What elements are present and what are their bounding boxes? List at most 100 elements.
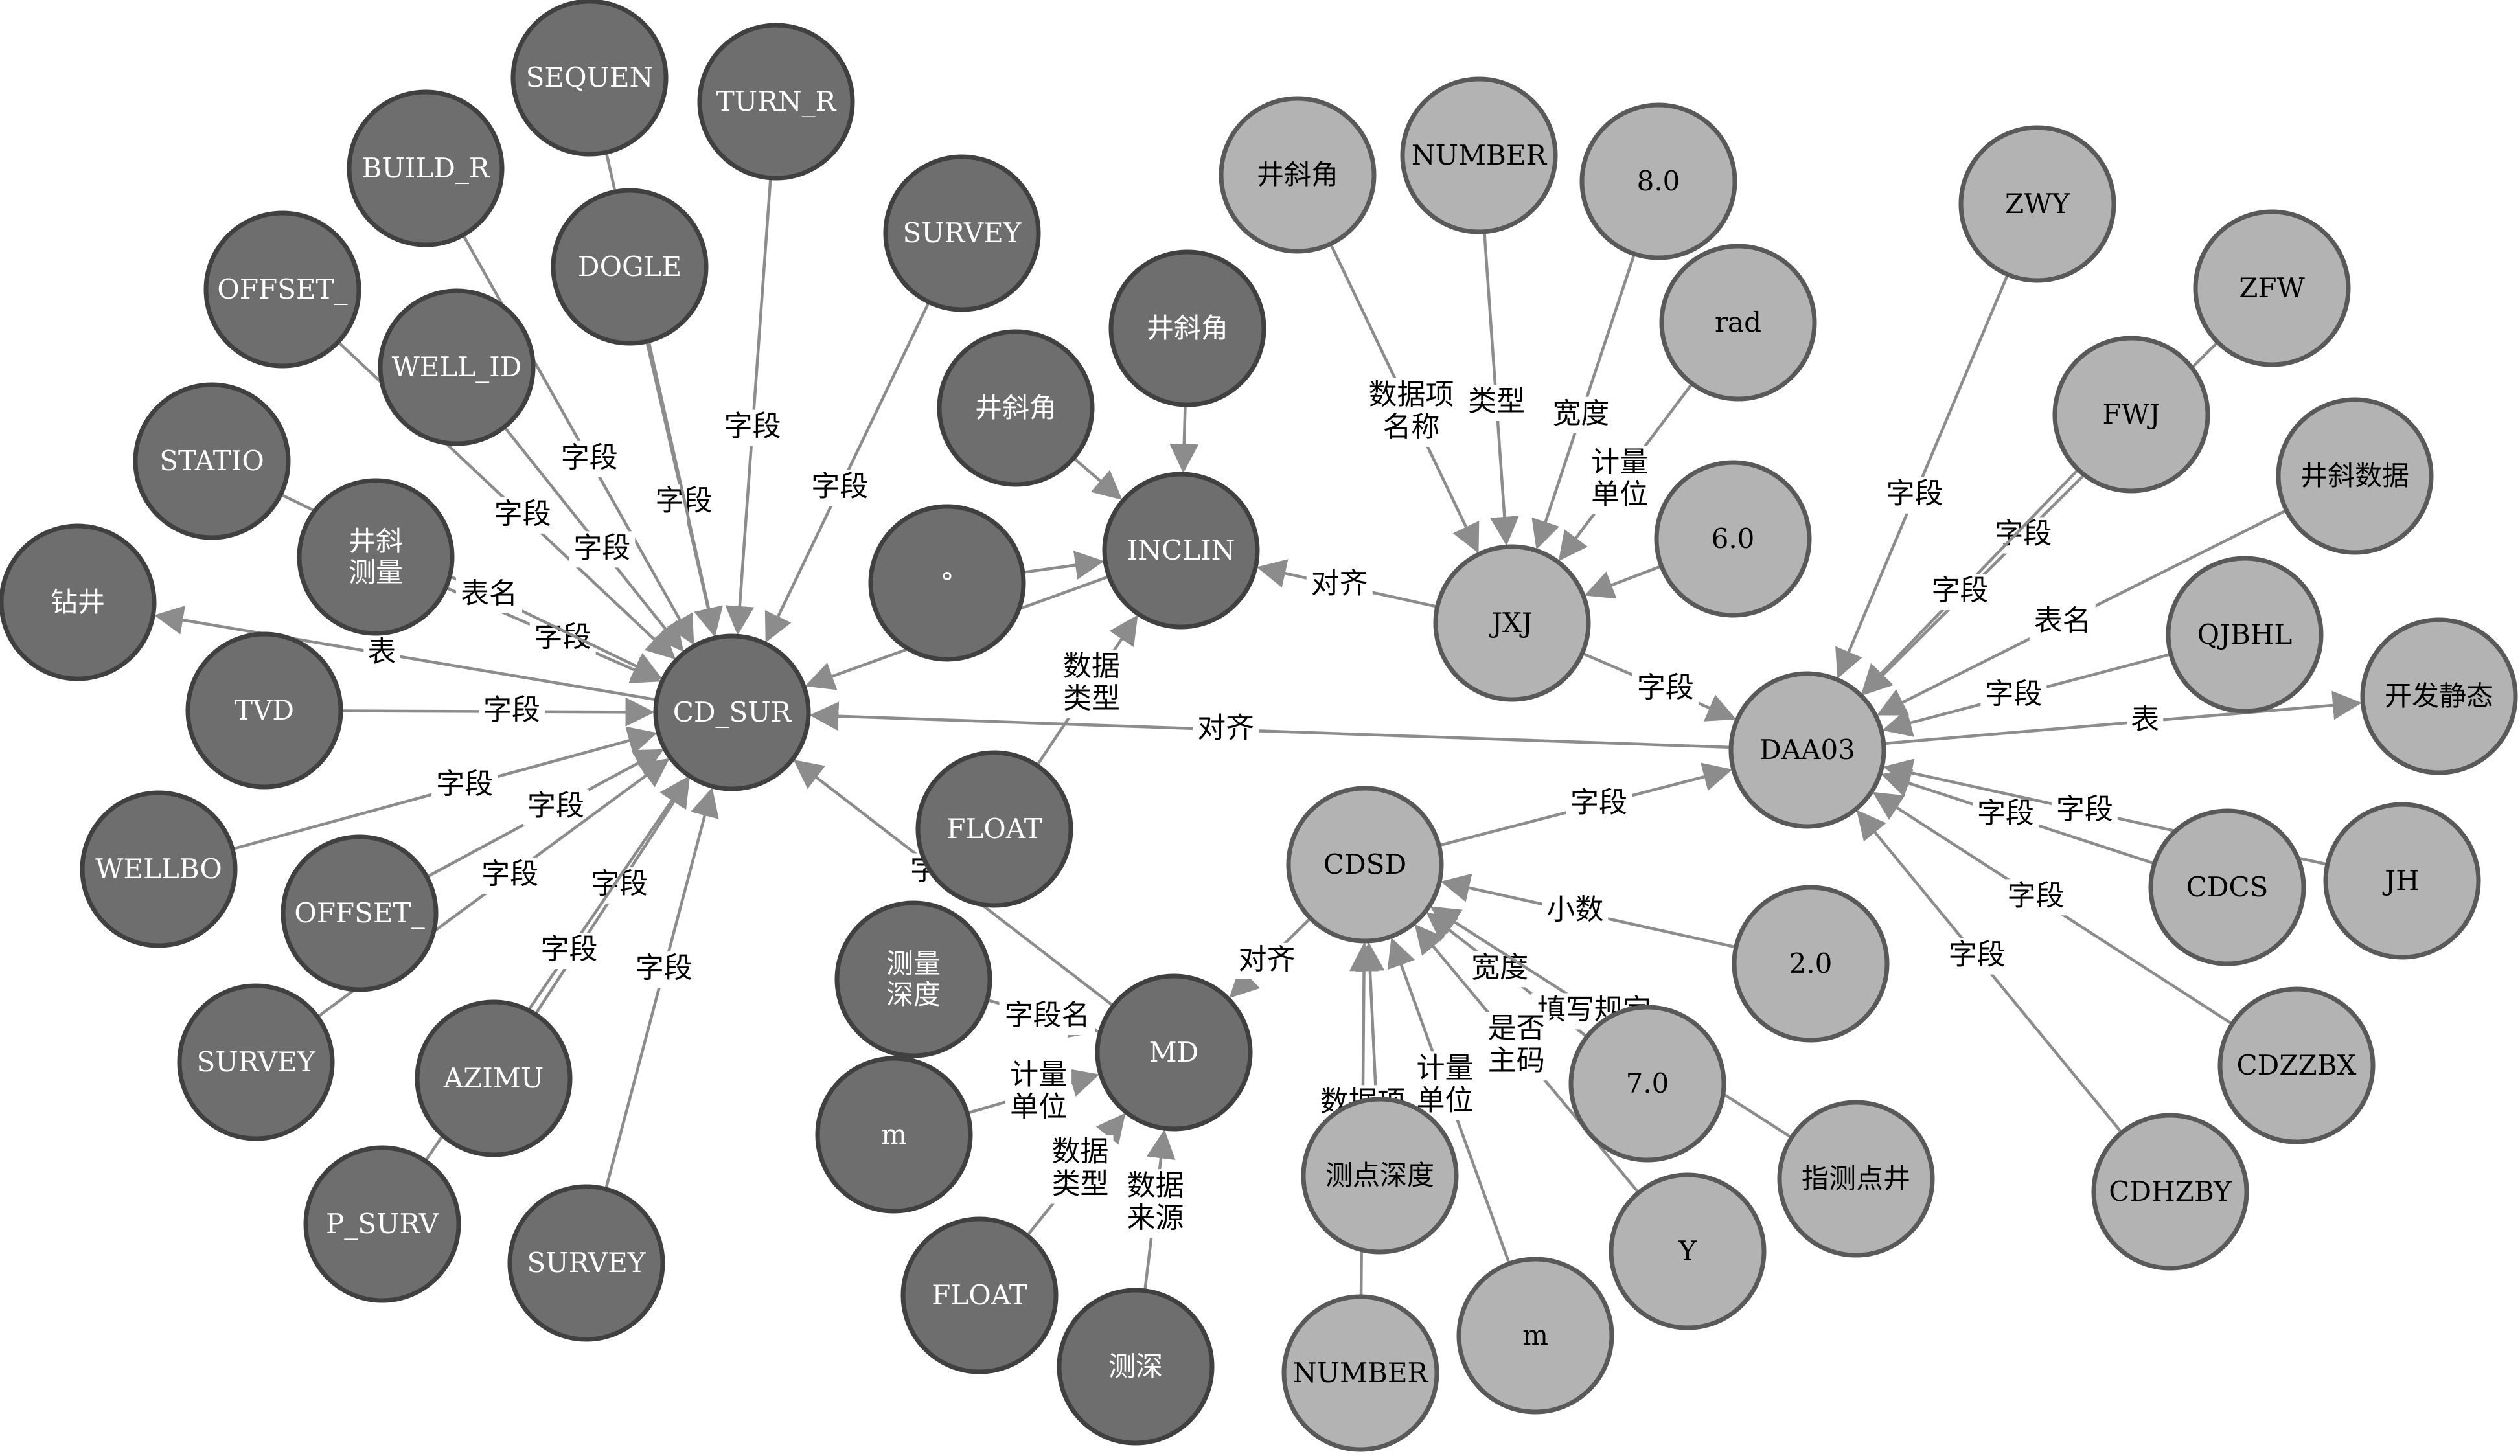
node-circle[interactable] <box>2217 986 2376 1144</box>
node-circle[interactable] <box>883 154 1041 312</box>
graph-node-jxj-cn2[interactable]: 井斜角 <box>1108 249 1266 407</box>
node-circle[interactable] <box>653 633 811 791</box>
node-circle[interactable] <box>1219 96 1377 254</box>
graph-node-cdcs[interactable]: CDCS <box>2148 808 2306 966</box>
graph-node-cdsd-cn[interactable]: 测点深度 <box>1301 1097 1459 1255</box>
graph-node-cdzzbx[interactable]: CDZZBX <box>2217 986 2376 1144</box>
node-circle[interactable] <box>1777 1100 1935 1258</box>
node-circle[interactable] <box>1609 1172 1767 1330</box>
graph-node-well-id[interactable]: WELL_ID <box>378 288 536 446</box>
node-circle[interactable] <box>1958 125 2116 283</box>
graph-node-deg[interactable]: ° <box>868 504 1026 662</box>
graph-node-float2[interactable]: FLOAT <box>900 1216 1059 1374</box>
node-circle[interactable] <box>1057 1288 1215 1446</box>
node-circle[interactable] <box>1433 544 1591 702</box>
node-circle[interactable] <box>834 900 992 1058</box>
node-circle[interactable] <box>697 23 855 181</box>
node-circle[interactable] <box>815 1056 973 1214</box>
node-circle[interactable] <box>177 983 335 1141</box>
graph-node-inclin[interactable]: INCLIN <box>1102 472 1260 630</box>
node-circle[interactable] <box>2052 336 2210 494</box>
node-circle[interactable] <box>1579 102 1737 260</box>
node-circle[interactable] <box>1286 786 1444 944</box>
node-circle[interactable] <box>203 210 361 369</box>
graph-node-rad[interactable]: rad <box>1659 244 1817 402</box>
graph-node-m1[interactable]: m <box>815 1056 973 1214</box>
graph-node-number1[interactable]: NUMBER <box>1400 76 1558 234</box>
node-circle[interactable] <box>303 1145 461 1303</box>
graph-node-survey-t[interactable]: SURVEY <box>883 154 1041 312</box>
node-circle[interactable] <box>1456 1257 1614 1415</box>
graph-node-cdsd[interactable]: CDSD <box>1286 786 1444 944</box>
node-circle[interactable] <box>1095 973 1253 1132</box>
graph-node-number2[interactable]: NUMBER <box>1281 1294 1439 1452</box>
node-circle[interactable] <box>2360 617 2518 775</box>
graph-node-y[interactable]: Y <box>1609 1172 1767 1330</box>
node-circle[interactable] <box>378 288 536 446</box>
node-circle[interactable] <box>347 89 505 247</box>
node-circle[interactable] <box>1654 460 1812 618</box>
graph-node-azimu[interactable]: AZIMU <box>415 999 573 1157</box>
node-circle[interactable] <box>915 750 1073 908</box>
node-circle[interactable] <box>1108 249 1266 407</box>
graph-node-zwy[interactable]: ZWY <box>1958 125 2116 283</box>
node-circle[interactable] <box>1568 1005 1726 1163</box>
graph-node-zuanjing[interactable]: 钻井 <box>0 523 157 681</box>
graph-node-dogle[interactable]: DOGLE <box>551 188 709 346</box>
graph-node-cd-sur[interactable]: CD_SUR <box>653 633 811 791</box>
node-circle[interactable] <box>2148 808 2306 966</box>
node-circle[interactable] <box>868 504 1026 662</box>
graph-node-md[interactable]: MD <box>1095 973 1253 1132</box>
graph-node-jxj-cn1[interactable]: 井斜角 <box>937 329 1095 487</box>
graph-node-wellbo[interactable]: WELLBO <box>80 790 238 948</box>
node-circle[interactable] <box>2166 556 2324 714</box>
graph-node-statio[interactable]: STATIO <box>133 382 291 540</box>
graph-node-jxsj[interactable]: 井斜数据 <box>2276 397 2434 555</box>
graph-node-offset2[interactable]: OFFSET_ <box>281 834 439 992</box>
graph-node-offset1[interactable]: OFFSET_ <box>203 210 361 369</box>
node-circle[interactable] <box>510 0 669 157</box>
node-circle[interactable] <box>2193 209 2351 367</box>
graph-node-p-surv[interactable]: P_SURV <box>303 1145 461 1303</box>
graph-node-turn-r[interactable]: TURN_R <box>697 23 855 181</box>
node-circle[interactable] <box>1281 1294 1439 1452</box>
node-circle[interactable] <box>2276 397 2434 555</box>
node-circle[interactable] <box>2323 802 2481 960</box>
node-circle[interactable] <box>133 382 291 540</box>
graph-node-jxj-cn3[interactable]: 井斜角 <box>1219 96 1377 254</box>
node-circle[interactable] <box>1102 472 1260 630</box>
graph-node-jh[interactable]: JH <box>2323 802 2481 960</box>
graph-node-zcdj[interactable]: 指测点井 <box>1777 1100 1935 1258</box>
graph-node-survey-b[interactable]: SURVEY <box>507 1184 665 1342</box>
node-circle[interactable] <box>1659 244 1817 402</box>
node-circle[interactable] <box>937 329 1095 487</box>
graph-node-v6[interactable]: 6.0 <box>1654 460 1812 618</box>
node-circle[interactable] <box>1400 76 1558 234</box>
graph-node-ceshen[interactable]: 测深 <box>1057 1288 1215 1446</box>
graph-node-float1[interactable]: FLOAT <box>915 750 1073 908</box>
node-circle[interactable] <box>2091 1113 2249 1271</box>
node-circle[interactable] <box>1732 885 1890 1043</box>
node-circle[interactable] <box>415 999 573 1157</box>
graph-node-v8[interactable]: 8.0 <box>1579 102 1737 260</box>
graph-node-build-r[interactable]: BUILD_R <box>347 89 505 247</box>
graph-node-kfjt[interactable]: 开发静态 <box>2360 617 2518 775</box>
node-circle[interactable] <box>80 790 238 948</box>
node-circle[interactable] <box>185 631 343 790</box>
node-circle[interactable] <box>281 834 439 992</box>
node-circle[interactable] <box>900 1216 1059 1374</box>
node-circle[interactable] <box>0 523 157 681</box>
node-circle[interactable] <box>507 1184 665 1342</box>
node-circle[interactable] <box>551 188 709 346</box>
graph-node-fwj[interactable]: FWJ <box>2052 336 2210 494</box>
node-circle[interactable] <box>297 478 455 636</box>
graph-node-jxj[interactable]: JXJ <box>1433 544 1591 702</box>
graph-node-daa03[interactable]: DAA03 <box>1728 671 1886 829</box>
graph-node-cdhzby[interactable]: CDHZBY <box>2091 1113 2249 1271</box>
graph-node-m2[interactable]: m <box>1456 1257 1614 1415</box>
graph-node-v7[interactable]: 7.0 <box>1568 1005 1726 1163</box>
graph-node-qjbhl[interactable]: QJBHL <box>2166 556 2324 714</box>
node-circle[interactable] <box>1301 1097 1459 1255</box>
